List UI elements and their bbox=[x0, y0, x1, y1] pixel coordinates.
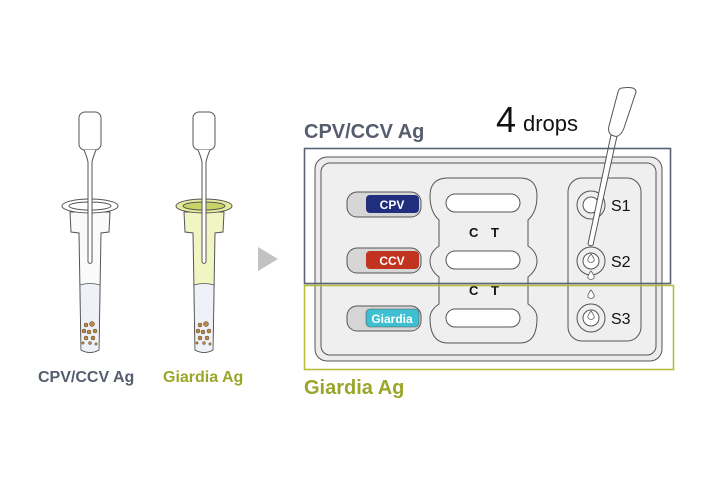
tube-label: Giardia Ag bbox=[163, 369, 243, 386]
drop-icon bbox=[587, 270, 595, 280]
tube-label: CPV/CCV Ag bbox=[38, 369, 134, 386]
svg-text:CCV: CCV bbox=[379, 254, 404, 268]
test-label-cpv: CPV bbox=[346, 191, 422, 218]
dropper-icon bbox=[587, 87, 637, 247]
drop-icon bbox=[587, 253, 595, 263]
test-label-giardia: Giardia bbox=[346, 305, 422, 332]
giardia-box bbox=[303, 284, 675, 371]
test-cassette: CPV CCV Giardia C T C T S1 bbox=[314, 156, 663, 362]
drops-label: drops bbox=[523, 111, 578, 136]
test-line-label: T bbox=[491, 283, 499, 298]
drop-icon bbox=[587, 310, 595, 320]
svg-text:S2: S2 bbox=[611, 254, 631, 271]
cpv-ccv-box bbox=[303, 147, 672, 285]
drops-count: 4 bbox=[496, 99, 516, 140]
svg-text:CPV: CPV bbox=[380, 198, 405, 212]
swab-icon bbox=[78, 111, 102, 264]
cpv-ccv-title: CPV/CCV Ag bbox=[304, 121, 424, 143]
sample-tube-cpv-ccv: CPV/CCV Ag bbox=[38, 111, 134, 386]
test-label-ccv: CCV bbox=[346, 247, 422, 274]
control-line-label: C bbox=[469, 283, 479, 298]
result-slot bbox=[445, 193, 521, 213]
svg-text:S1: S1 bbox=[611, 198, 631, 215]
drop-icon bbox=[587, 289, 595, 299]
swab-icon bbox=[192, 111, 216, 264]
result-slot bbox=[445, 308, 521, 328]
fecal-particles bbox=[81, 321, 98, 346]
play-triangle-icon bbox=[258, 247, 278, 271]
control-line-label: C bbox=[469, 225, 479, 240]
svg-text:S3: S3 bbox=[611, 311, 631, 328]
result-slot bbox=[445, 250, 521, 270]
test-line-label: T bbox=[491, 225, 499, 240]
fecal-particles bbox=[195, 321, 212, 346]
svg-text:Giardia: Giardia bbox=[371, 312, 413, 326]
sample-tube-giardia: Giardia Ag bbox=[163, 111, 243, 386]
giardia-title: Giardia Ag bbox=[304, 377, 404, 399]
sample-well-s2: S2 bbox=[576, 246, 631, 280]
sample-well-s3: S3 bbox=[576, 289, 631, 333]
